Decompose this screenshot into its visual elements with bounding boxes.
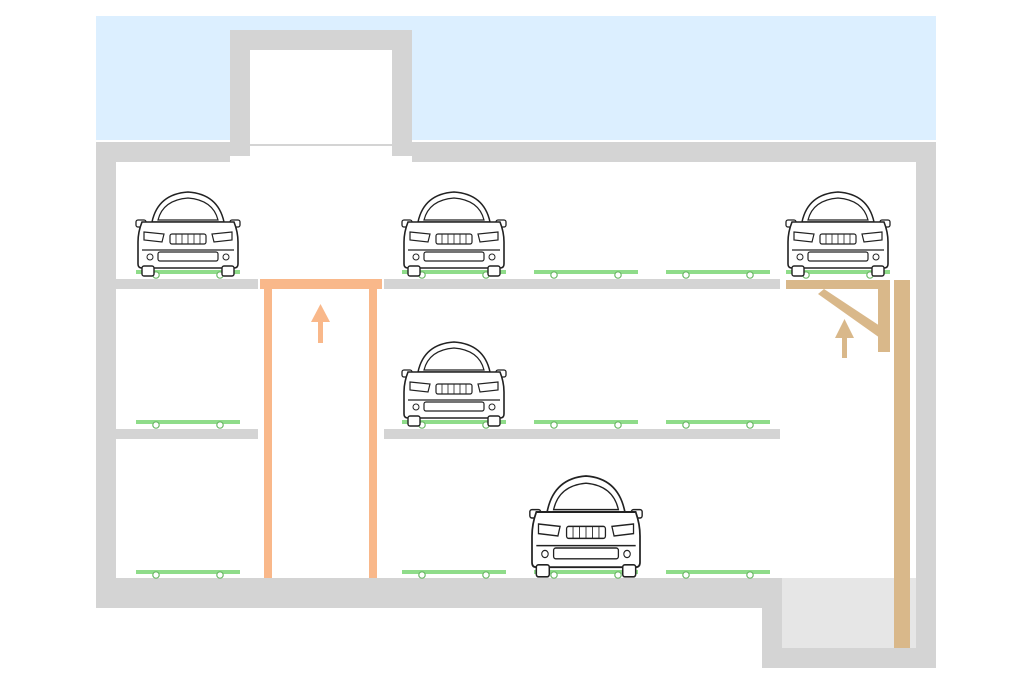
car-front-icon (401, 191, 507, 277)
slab-top-right (384, 279, 780, 289)
sky-band (96, 16, 936, 140)
pallet (666, 270, 770, 279)
pallets-bottom (136, 570, 770, 579)
car-front-icon (528, 475, 644, 578)
slab-mid-left (116, 429, 258, 439)
pallet (666, 570, 770, 579)
roof-left (96, 142, 230, 162)
arm-mast (894, 280, 910, 648)
arm-platform (786, 280, 890, 289)
lift-rail-left (264, 289, 272, 578)
roof-right (412, 142, 936, 162)
floor-slab (96, 578, 782, 608)
arm-carriage (878, 282, 890, 352)
car-front-icon (135, 191, 241, 277)
pit-floor (782, 578, 916, 648)
slab-mid-right (384, 429, 780, 439)
pallet (534, 420, 638, 429)
pallets-middle (136, 420, 770, 429)
elevator-arm (786, 280, 910, 648)
arrow-up-icon (835, 319, 854, 358)
pallet (534, 570, 638, 579)
entrance-opening (250, 50, 392, 158)
pallet (534, 270, 638, 279)
car-front-icon (785, 191, 891, 277)
arm-brace (818, 289, 880, 338)
slab-top-left (116, 279, 258, 289)
pallet (136, 420, 240, 429)
vertical-lift (260, 279, 382, 578)
pallet (402, 570, 506, 579)
arrow-up-icon (311, 304, 330, 343)
pallet (666, 420, 770, 429)
wall-left (96, 142, 116, 608)
wall-right (916, 142, 936, 668)
car-front-icon (401, 341, 507, 427)
pallet (136, 570, 240, 579)
lift-rail-right (369, 289, 377, 578)
lift-platform (260, 279, 382, 289)
pallets-top (136, 270, 890, 279)
